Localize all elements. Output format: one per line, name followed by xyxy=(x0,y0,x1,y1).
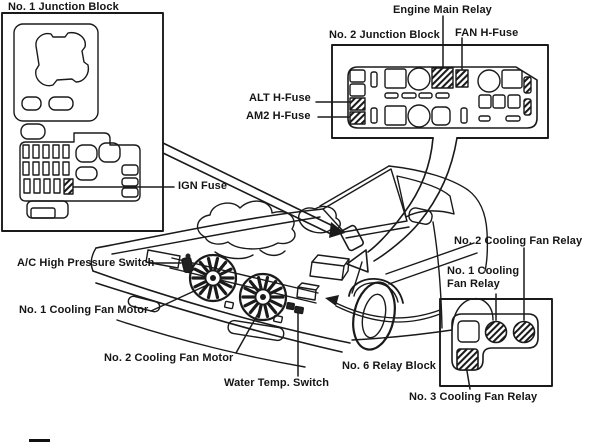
cooling-fan-2 xyxy=(238,272,288,322)
ac-high-pressure-switch-part xyxy=(181,253,194,274)
connector-blob xyxy=(35,31,90,87)
label-water-temp-switch: Water Temp. Switch xyxy=(224,377,330,389)
cooling-fan-1 xyxy=(188,253,238,303)
label-junction-block-1: No. 1 Junction Block xyxy=(8,1,119,13)
leader-relay-block-6 xyxy=(325,295,441,323)
cooling-fan-relay-3-part xyxy=(456,348,479,371)
relay-block-6-location xyxy=(296,282,320,301)
junction-block-1-box xyxy=(1,12,164,232)
label-cooling-fan-relay-1: No. 1 Cooling Fan Relay xyxy=(447,265,520,290)
cooling-fan-relay-1-part xyxy=(484,320,508,344)
am2-h-fuse-hatched xyxy=(349,111,366,125)
arrowhead-solid xyxy=(325,295,339,306)
label-am2-h-fuse: AM2 H-Fuse xyxy=(246,110,311,122)
label-cooling-fan-relay-3: No. 3 Cooling Fan Relay xyxy=(409,391,538,403)
label-cooling-fan-motor-2: No. 2 Cooling Fan Motor xyxy=(104,352,234,364)
leader-cooling-fan-motor-1 xyxy=(150,285,206,312)
junction-block-2-drawing xyxy=(347,66,538,129)
junction-block-2-location xyxy=(309,254,350,281)
water-temp-switch-part xyxy=(285,301,305,315)
label-cooling-fan-relay-2: No. 2 Cooling Fan Relay xyxy=(454,235,583,247)
alt-h-fuse-hatched xyxy=(349,97,366,111)
label-ac-high-pressure-switch: A/C High Pressure Switch xyxy=(17,257,155,269)
relay-block-6-drawing xyxy=(451,313,539,371)
label-junction-block-2: No. 2 Junction Block xyxy=(329,29,440,41)
side-mirror xyxy=(408,207,433,225)
label-fan-h-fuse: FAN H-Fuse xyxy=(455,27,519,39)
label-relay-block-6: No. 6 Relay Block xyxy=(342,360,437,372)
car-illustration xyxy=(90,165,494,368)
junction-block-2-box xyxy=(331,44,549,139)
junction-block-1-drawing xyxy=(13,23,141,219)
fuse-slots xyxy=(22,144,70,194)
engine-main-relay-hatched xyxy=(431,67,454,89)
arrowhead-open xyxy=(346,249,369,273)
fan-h-fuse-hatched xyxy=(455,69,469,88)
junction-block-1-location xyxy=(340,224,364,252)
ign-fuse-hatched xyxy=(63,178,74,195)
label-engine-main-relay: Engine Main Relay xyxy=(393,4,492,16)
label-ign-fuse: IGN Fuse xyxy=(178,180,228,192)
label-alt-h-fuse: ALT H-Fuse xyxy=(249,92,311,104)
leader-cooling-fan-relay-3 xyxy=(466,370,471,390)
scan-artifact xyxy=(29,439,50,442)
label-cooling-fan-motor-1: No. 1 Cooling Fan Motor xyxy=(19,304,149,316)
cooling-fan-relay-2-part xyxy=(512,320,536,344)
leader-cooling-fan-motor-2 xyxy=(235,311,260,354)
